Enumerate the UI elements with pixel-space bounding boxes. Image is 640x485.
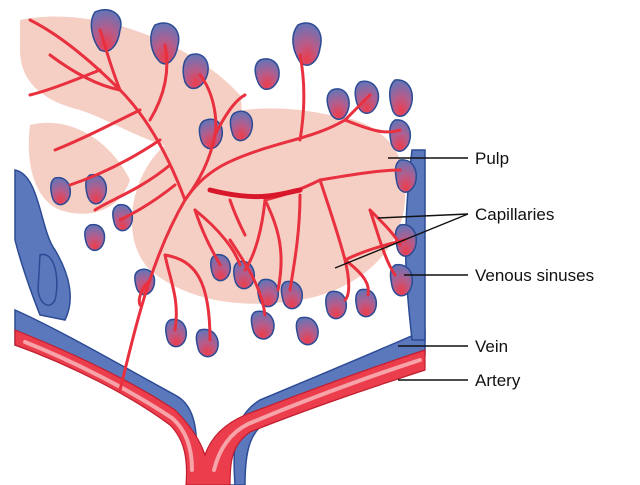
label-capillaries: Capillaries bbox=[475, 205, 554, 224]
label-pulp: Pulp bbox=[475, 149, 509, 168]
labels: Pulp Capillaries Venous sinuses Vein Art… bbox=[475, 149, 594, 390]
label-vein: Vein bbox=[475, 337, 508, 356]
label-venous-sinuses: Venous sinuses bbox=[475, 266, 594, 285]
label-artery: Artery bbox=[475, 371, 521, 390]
